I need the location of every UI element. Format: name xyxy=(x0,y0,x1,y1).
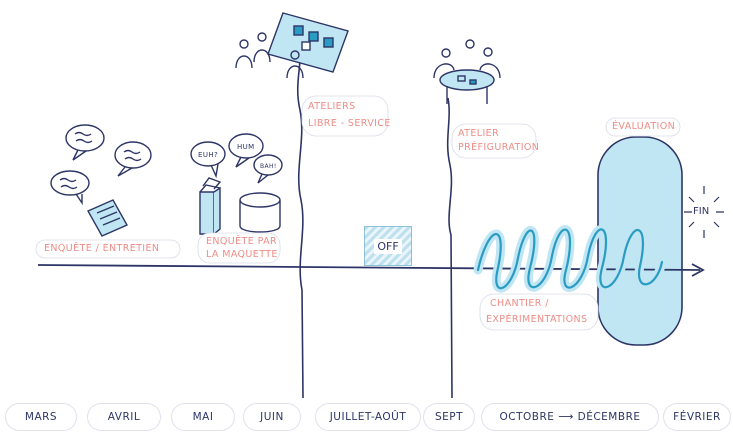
label-bg-atelier-pref xyxy=(451,123,537,159)
label-atelier-pref-line1: ATELIER xyxy=(458,128,500,139)
label-bg-evaluation xyxy=(605,117,681,137)
enquete-illustration xyxy=(50,124,152,237)
label-chantier-line1: CHANTIER / xyxy=(490,298,549,309)
month-juillet-aout: JUILLET-AOÛT xyxy=(316,404,420,430)
label-ateliers-line2: LIBRE - SERVICE xyxy=(308,118,391,129)
month-octobre-decembre: OCTOBRE ⟶ DÉCEMBRE xyxy=(482,404,658,430)
month-mai: MAI xyxy=(172,404,234,430)
off-period-box: OFF xyxy=(364,226,412,266)
timeline-arrowhead xyxy=(691,263,705,277)
maquette-illustration xyxy=(190,133,283,235)
label-bg-maquette xyxy=(197,232,281,264)
label-enquete-maquette-line1: ENQUÊTE PAR xyxy=(206,236,277,247)
atelier-prefiguration-illustration xyxy=(433,39,501,104)
label-evaluation: ÉVALUATION xyxy=(612,121,676,132)
bubble-text-bah: BAH! xyxy=(260,163,277,170)
label-bg-ateliers xyxy=(301,95,389,137)
off-label: OFF xyxy=(374,238,402,254)
label-chantier-line2: EXPÉRIMENTATIONS xyxy=(486,314,588,325)
month-juin: JUIN xyxy=(244,404,300,430)
separator-june xyxy=(296,27,304,399)
month-sept: SEPT xyxy=(424,404,474,430)
month-mars: MARS xyxy=(6,404,76,430)
label-bg-enquete xyxy=(35,239,181,259)
fin-label: FIN xyxy=(693,206,710,217)
month-fevrier: FÉVRIER xyxy=(664,404,730,430)
fin-burst-icon xyxy=(684,186,724,238)
ateliers-illustration xyxy=(235,12,349,79)
label-enquete-entretien: ENQUÊTE / ENTRETIEN xyxy=(44,243,160,254)
label-bg-chantier xyxy=(479,293,599,331)
separator-sept xyxy=(446,97,453,399)
month-avril: AVRIL xyxy=(88,404,160,430)
timeline-axis xyxy=(37,264,701,271)
label-enquete-maquette-line2: LA MAQUETTE xyxy=(206,249,278,260)
chantier-spiral xyxy=(473,224,667,293)
label-ateliers-line1: ATELIERS xyxy=(308,101,356,112)
bubble-text-hum: HUM xyxy=(237,143,255,151)
bubble-text-euh: EUH? xyxy=(198,151,219,159)
label-atelier-pref-line2: PRÉFIGURATION xyxy=(458,142,540,153)
